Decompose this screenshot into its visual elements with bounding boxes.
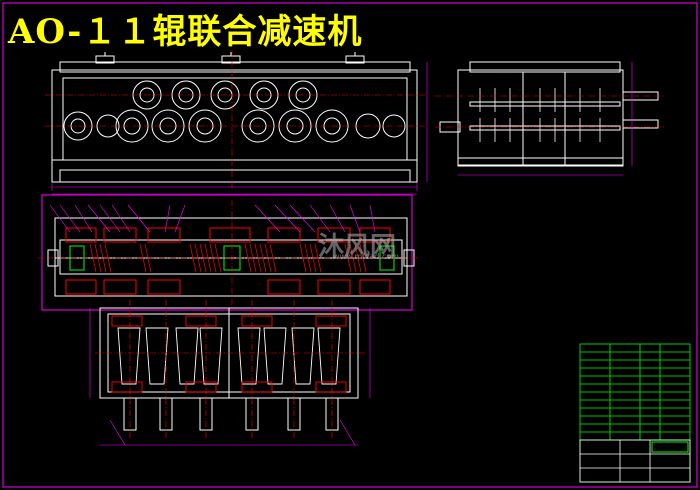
side-view-bolts bbox=[479, 88, 601, 142]
title-block-highlight bbox=[651, 441, 689, 453]
front-view bbox=[51, 52, 418, 183]
lower-view-bevel-gears bbox=[117, 327, 341, 385]
side-view bbox=[439, 61, 659, 167]
section-view-leaders bbox=[49, 204, 376, 233]
parts-table bbox=[579, 343, 691, 483]
side-view-centerlines bbox=[435, 95, 665, 128]
front-view-dimensions bbox=[51, 62, 428, 195]
front-view-centerlines bbox=[45, 50, 425, 190]
lower-view-output-shafts bbox=[123, 397, 339, 431]
watermark-url: www.mfcad.com bbox=[333, 252, 400, 261]
side-view-dimensions bbox=[458, 62, 633, 176]
section-view-frame bbox=[41, 194, 413, 311]
lower-view-centerlines bbox=[95, 300, 365, 440]
title-block bbox=[579, 439, 691, 483]
watermark-logo: 沐风网 bbox=[318, 232, 397, 262]
section-view-gears bbox=[65, 227, 391, 295]
lower-view-dimensions bbox=[89, 308, 371, 446]
lower-view-gear-teeth bbox=[111, 315, 347, 393]
drawing-title: AO-１１辊联合减速机 bbox=[8, 12, 363, 52]
section-view-centerlines bbox=[38, 200, 420, 310]
front-view-bolts bbox=[95, 52, 365, 64]
